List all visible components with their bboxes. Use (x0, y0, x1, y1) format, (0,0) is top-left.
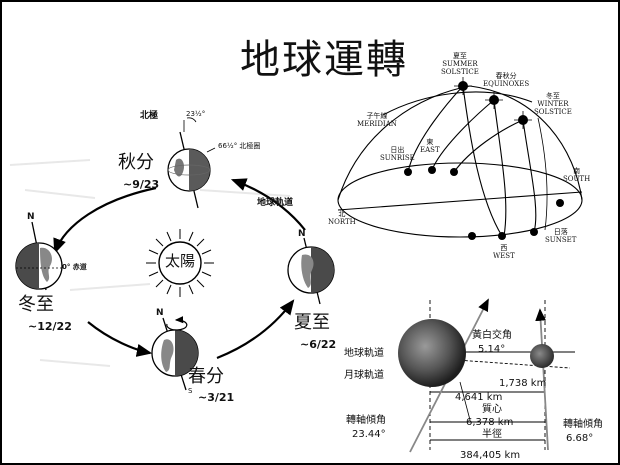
earth-spring-icon (151, 316, 199, 391)
moon-photo-icon (530, 344, 554, 368)
pole-marker-spring: N (156, 308, 164, 318)
earth-moon-distance: 384,405 km (460, 450, 521, 461)
summer-name: 夏至 (294, 312, 330, 333)
barycenter-value: 4,641 km (455, 392, 503, 403)
earth-photo-icon (398, 319, 466, 387)
autumn-name: 秋分 (118, 152, 154, 173)
sky-sun-rays (454, 77, 532, 129)
spring-date: ~3/21 (198, 391, 235, 404)
moon-tilt-label: 轉軸傾角 (563, 419, 603, 430)
south-marker-spring: S (188, 387, 193, 395)
winter-date: ~12/22 (28, 320, 72, 333)
barycenter-label: 質心 (482, 404, 502, 415)
earth-radius-label: 半徑 (482, 429, 502, 440)
slide-title: 地球運轉 (240, 37, 408, 83)
arctic-circle-label: 66½° 北極圈 (218, 142, 261, 150)
autumn-date: ~9/23 (123, 178, 160, 191)
tilt-top-label: 23½° (186, 110, 206, 118)
moon-tilt-value: 6.68° (566, 433, 594, 444)
barycenter-pointer (459, 381, 471, 421)
moon-radius: 1,738 km (499, 378, 547, 389)
north-pole-label: 北極 (140, 111, 159, 121)
sky-suns (404, 81, 564, 240)
ecliptic-angle-label: 黃白交角 (472, 330, 512, 341)
moon-orbit-label: 月球軌道 (344, 370, 384, 381)
background-texture (9, 159, 291, 367)
earth-summer-icon (287, 237, 335, 305)
earth-orbit-label: 地球軌道 (344, 348, 384, 359)
ecliptic-angle-value: 5.14° (478, 344, 506, 355)
earth-tilt-label: 轉軸傾角 (346, 415, 386, 426)
sun-label: 太陽 (165, 252, 196, 270)
equator-label: 0° 赤道 (62, 263, 87, 271)
earth-orbit-path (53, 178, 306, 360)
pole-marker-winter: N (27, 212, 35, 222)
pole-marker-summer: N (298, 229, 306, 239)
tilt-marker (183, 117, 216, 153)
earth-radius-value: 6,378 km (466, 417, 514, 428)
sky-dome (337, 85, 583, 238)
sun-icon (146, 229, 214, 297)
summer-date: ~6/22 (300, 338, 337, 351)
earth-autumn-icon (167, 131, 211, 209)
orbit-label: 地球軌道 (257, 198, 294, 208)
winter-name: 冬至 (18, 294, 54, 315)
moon-axis-arrow (535, 308, 549, 451)
earth-tilt-value: 23.44° (352, 429, 386, 440)
spring-name: 春分 (188, 366, 224, 387)
earth-winter-icon (15, 221, 63, 291)
